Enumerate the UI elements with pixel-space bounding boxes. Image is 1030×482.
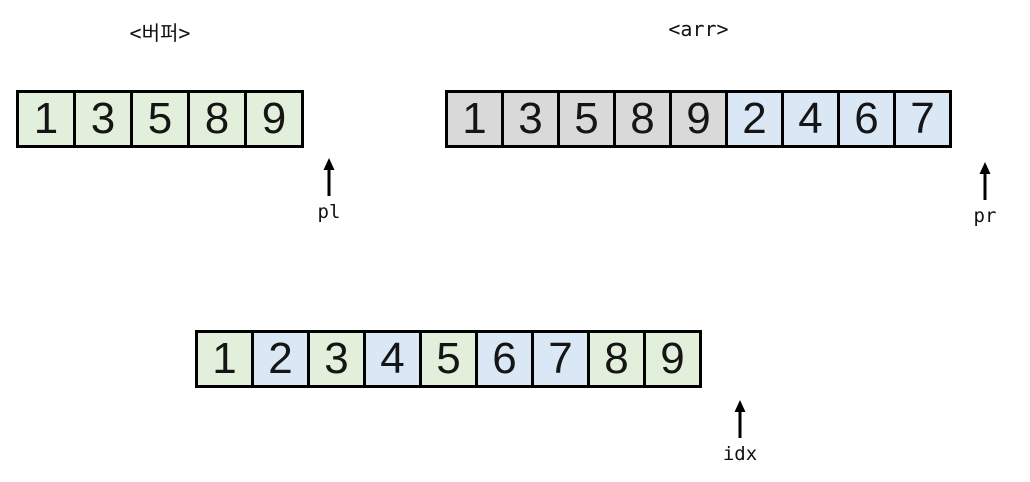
array-cell: 3 (307, 330, 366, 388)
up-arrow-icon (323, 158, 335, 196)
idx-pointer: idx (718, 400, 762, 465)
pl-pointer: pl (307, 158, 351, 223)
array-cell: 5 (419, 330, 478, 388)
pr-pointer: pr (963, 162, 1007, 227)
pl-pointer-label: pl (317, 201, 341, 223)
buffer-array-title: <버퍼> (129, 21, 191, 45)
array-cell: 3 (73, 90, 133, 148)
array-cell: 8 (613, 90, 672, 148)
array-cell: 2 (251, 330, 310, 388)
array-cell: 5 (130, 90, 190, 148)
array-cell: 8 (587, 330, 646, 388)
idx-pointer-label: idx (722, 443, 758, 465)
array-cell: 1 (195, 330, 254, 388)
array-cell: 6 (837, 90, 896, 148)
array-cell: 2 (725, 90, 784, 148)
array-cell: 7 (531, 330, 590, 388)
array-cell: 4 (363, 330, 422, 388)
array-cell: 8 (187, 90, 247, 148)
array-cell: 1 (16, 90, 76, 148)
array-cell: 7 (893, 90, 952, 148)
array-cell: 5 (557, 90, 616, 148)
arr-array-title: <arr> (668, 17, 729, 41)
array-cell: 9 (669, 90, 728, 148)
up-arrow-icon (734, 400, 746, 438)
array-cell: 9 (244, 90, 304, 148)
array-cell: 6 (475, 330, 534, 388)
array-cell: 9 (643, 330, 702, 388)
array-cell: 1 (445, 90, 504, 148)
up-arrow-icon (979, 162, 991, 200)
pr-pointer-label: pr (973, 205, 997, 227)
array-cell: 3 (501, 90, 560, 148)
array-cell: 4 (781, 90, 840, 148)
